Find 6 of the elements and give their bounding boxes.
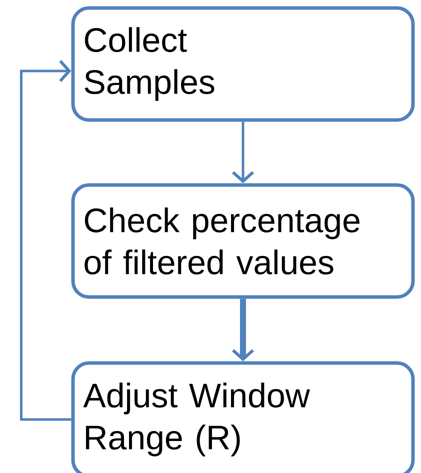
process-box: Collect Samples: [71, 6, 415, 122]
arrow: [232, 298, 254, 362]
arrow: [232, 122, 254, 184]
arrow: [20, 60, 72, 421]
process-box: Adjust Window Range (R): [71, 361, 415, 473]
process-box: Check percentage of filtered values: [71, 183, 415, 299]
